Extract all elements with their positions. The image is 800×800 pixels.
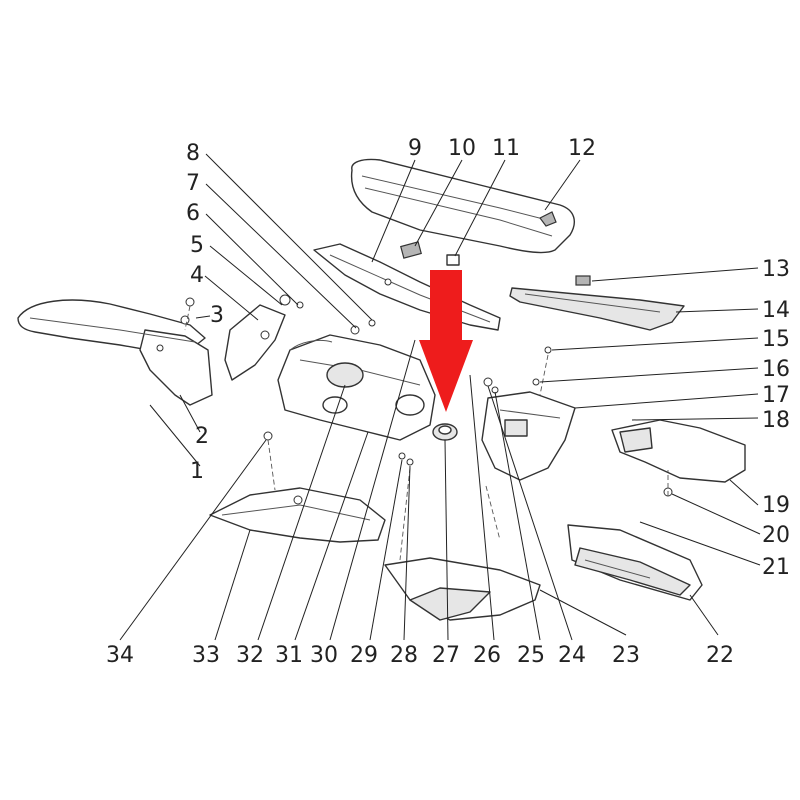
callout-label: 4 xyxy=(190,263,204,288)
callout-label: 28 xyxy=(390,643,418,668)
callout-label: 32 xyxy=(236,643,264,668)
callout-label: 12 xyxy=(568,136,596,161)
part-bolt-15 xyxy=(544,346,552,354)
part-bolt-8 xyxy=(368,319,376,327)
part-rear-inner-fender xyxy=(481,391,576,481)
callout-label: 10 xyxy=(448,136,476,161)
callout-label: 15 xyxy=(762,327,790,352)
callout-label: 7 xyxy=(186,171,200,196)
part-side-number-plate xyxy=(567,524,703,601)
callout-label: 14 xyxy=(762,298,790,323)
callout-label: 8 xyxy=(186,141,200,166)
part-washer-34 xyxy=(263,431,273,441)
callout-label: 33 xyxy=(192,643,220,668)
part-bolt-29 xyxy=(398,452,406,460)
part-bolt-28 xyxy=(406,458,414,466)
callout-label: 11 xyxy=(492,136,520,161)
callout-label: 9 xyxy=(408,136,422,161)
part-clip-right xyxy=(575,275,591,286)
callout-label: 24 xyxy=(558,643,586,668)
callout-label: 23 xyxy=(612,643,640,668)
leader-lines xyxy=(119,153,761,641)
part-side-panel-right xyxy=(384,557,541,621)
callout-label: 31 xyxy=(275,643,303,668)
assembly-lines xyxy=(184,305,669,561)
callout-labels: 1 2 3 4 5 6 7 8 9 10 11 12 13 14 15 16 1… xyxy=(106,136,790,668)
callout-label: 5 xyxy=(190,233,204,258)
callout-label: 20 xyxy=(762,523,790,548)
callout-label: 19 xyxy=(762,493,790,518)
part-bolt-7 xyxy=(350,325,360,335)
callout-label: 13 xyxy=(762,257,790,282)
callout-label: 22 xyxy=(706,643,734,668)
callout-label: 18 xyxy=(762,408,790,433)
part-bolt-24 xyxy=(483,377,493,387)
callout-label: 30 xyxy=(310,643,338,668)
part-tail-section xyxy=(611,419,746,497)
part-bolt-16 xyxy=(532,378,540,386)
part-seat xyxy=(350,158,576,254)
part-grommet xyxy=(432,423,458,441)
part-front-plate xyxy=(224,304,286,381)
highlight-arrow xyxy=(419,270,473,412)
callout-label: 34 xyxy=(106,643,134,668)
callout-label: 17 xyxy=(762,383,790,408)
callout-label: 21 xyxy=(762,555,790,580)
callout-label: 16 xyxy=(762,357,790,382)
callout-label: 1 xyxy=(190,459,204,484)
part-bolt xyxy=(185,297,195,307)
part-side-panel-left xyxy=(209,487,386,543)
part-bolt-6 xyxy=(296,301,304,309)
part-clip xyxy=(400,241,422,259)
part-nut xyxy=(446,254,460,266)
callout-label: 29 xyxy=(350,643,378,668)
callout-label: 27 xyxy=(432,643,460,668)
callout-label: 26 xyxy=(473,643,501,668)
callout-label: 2 xyxy=(195,424,209,449)
callout-label: 3 xyxy=(210,303,224,328)
part-side-rail xyxy=(509,287,685,331)
callout-label: 25 xyxy=(517,643,545,668)
part-frame-assembly xyxy=(277,334,436,441)
part-bolt-5 xyxy=(279,294,291,306)
callout-label: 6 xyxy=(186,201,200,226)
part-front-fender xyxy=(17,299,213,406)
